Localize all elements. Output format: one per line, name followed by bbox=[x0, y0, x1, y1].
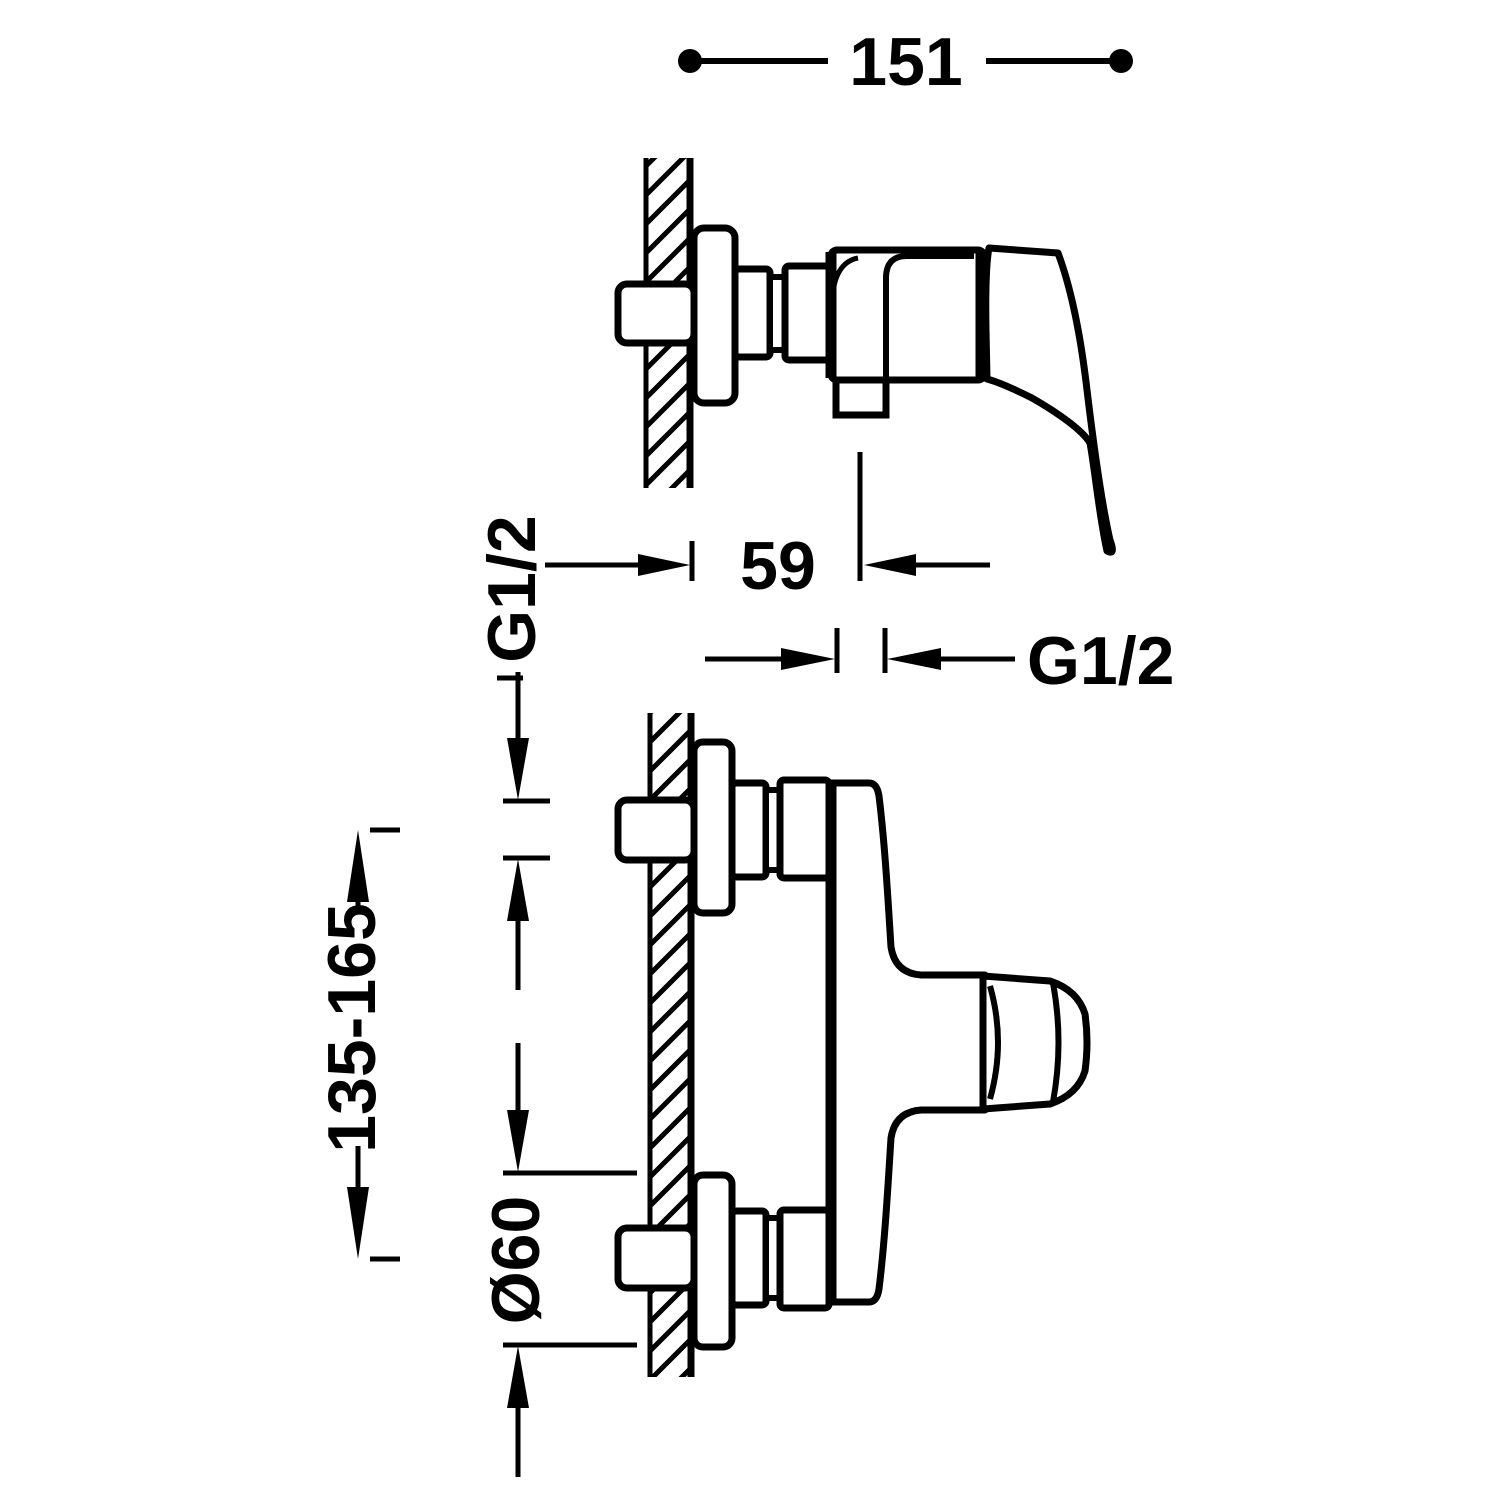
arrowhead-right bbox=[781, 648, 835, 670]
inlet-distance-label: 135-165 bbox=[314, 903, 390, 1153]
lever-knob-top-view bbox=[979, 972, 1091, 1113]
overall-depth-label: 151 bbox=[849, 24, 962, 100]
supply-stub-lower bbox=[614, 1224, 698, 1292]
arrowhead-up bbox=[507, 859, 529, 921]
dimension-135-165 bbox=[347, 827, 400, 1262]
union-nipple-lower bbox=[728, 1207, 770, 1309]
escutcheon-lower bbox=[690, 1171, 736, 1351]
union-locknut-upper bbox=[776, 776, 833, 882]
rosette-diameter-label: Ø60 bbox=[478, 1196, 554, 1325]
arrowhead-down bbox=[507, 1110, 529, 1172]
escutcheon-upper bbox=[690, 738, 736, 917]
dimension-g12-supply bbox=[497, 672, 550, 990]
union-nipple-side bbox=[731, 265, 774, 361]
valve-body-side bbox=[827, 246, 988, 384]
arrowhead-left bbox=[864, 554, 916, 576]
lever-handle-side bbox=[982, 244, 1116, 556]
shower-outlet-side bbox=[832, 376, 890, 419]
arrowhead-left bbox=[887, 648, 941, 670]
union-locknut-lower bbox=[776, 1206, 833, 1312]
dimension-151 bbox=[678, 49, 1133, 73]
knob-collar-arc bbox=[987, 985, 1001, 1100]
supply-stub-upper bbox=[614, 796, 698, 864]
knob-face-arc bbox=[1050, 982, 1062, 1103]
union-locknut-side bbox=[781, 262, 835, 364]
dome-inner-line bbox=[883, 253, 974, 377]
escutcheon-side bbox=[690, 224, 739, 407]
arrowhead-down bbox=[507, 738, 529, 800]
wall-to-outlet-label: 59 bbox=[740, 528, 816, 604]
top-view bbox=[614, 713, 1091, 1377]
dimension-g12-outlet bbox=[705, 628, 1015, 673]
union-nipple-upper bbox=[728, 779, 770, 881]
outlet-thread-label: G1/2 bbox=[1027, 623, 1174, 699]
dimension-59 bbox=[545, 452, 990, 581]
arrowhead-up bbox=[507, 1346, 529, 1408]
supply-thread-label: G1/2 bbox=[474, 515, 550, 662]
cartridge-cover-arc bbox=[830, 255, 859, 293]
dim-endpoint-dot bbox=[678, 49, 702, 73]
arrowhead-down bbox=[347, 1187, 369, 1259]
dimension-d60 bbox=[503, 1043, 637, 1477]
dim-endpoint-dot bbox=[1109, 49, 1133, 73]
arrowhead-right bbox=[638, 554, 690, 576]
supply-stub-side bbox=[614, 280, 698, 347]
arrowhead-up bbox=[347, 830, 369, 902]
side-view bbox=[614, 158, 1116, 556]
